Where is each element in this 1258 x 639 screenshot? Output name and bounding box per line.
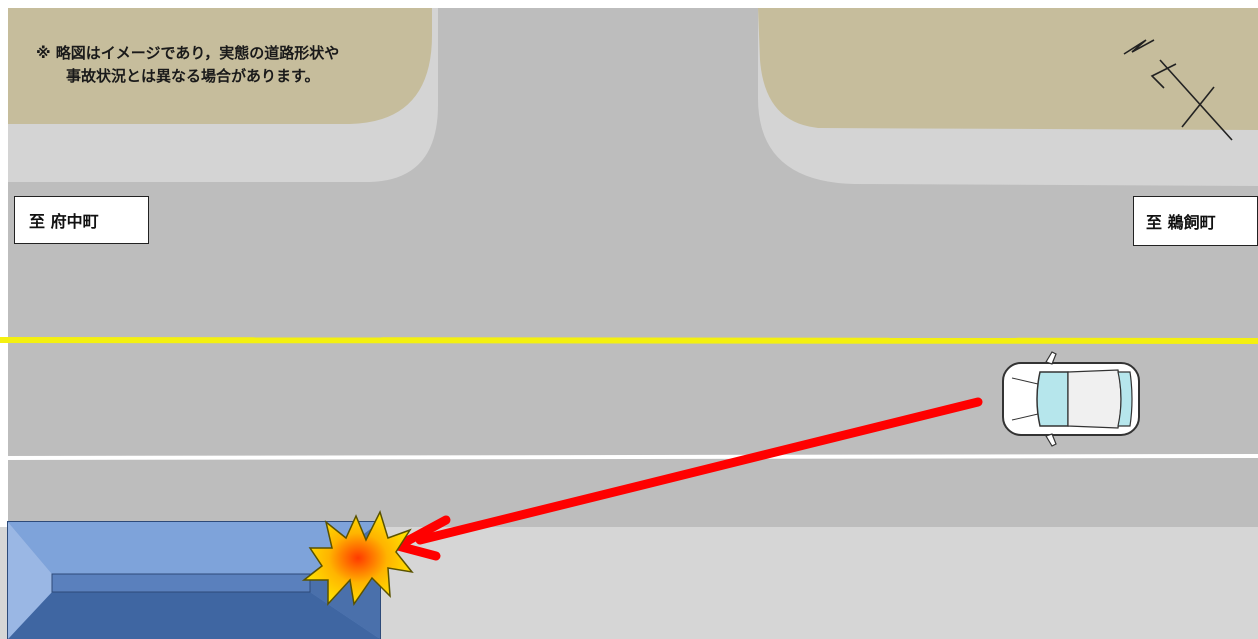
top-left-land	[8, 8, 432, 124]
top-right-land	[758, 8, 1258, 130]
disclaimer-note: ※ 略図はイメージであり，実態の道路形状や 事故状況とは異なる場合があります。	[36, 42, 396, 88]
disclaimer-line-1: ※ 略図はイメージであり，実態の道路形状や	[36, 44, 340, 62]
lane-line	[0, 454, 1258, 460]
collision-burst-icon	[301, 509, 414, 606]
car-icon	[1002, 351, 1140, 447]
travel-arrow-icon	[393, 397, 983, 561]
disclaimer-line-2: 事故状況とは異なる場合があります。	[66, 67, 320, 85]
north-compass-icon	[1123, 39, 1233, 141]
center-line	[0, 337, 1258, 344]
direction-label-left: 至 府中町	[14, 196, 149, 244]
direction-label-right: 至 鵜飼町	[1133, 196, 1258, 246]
